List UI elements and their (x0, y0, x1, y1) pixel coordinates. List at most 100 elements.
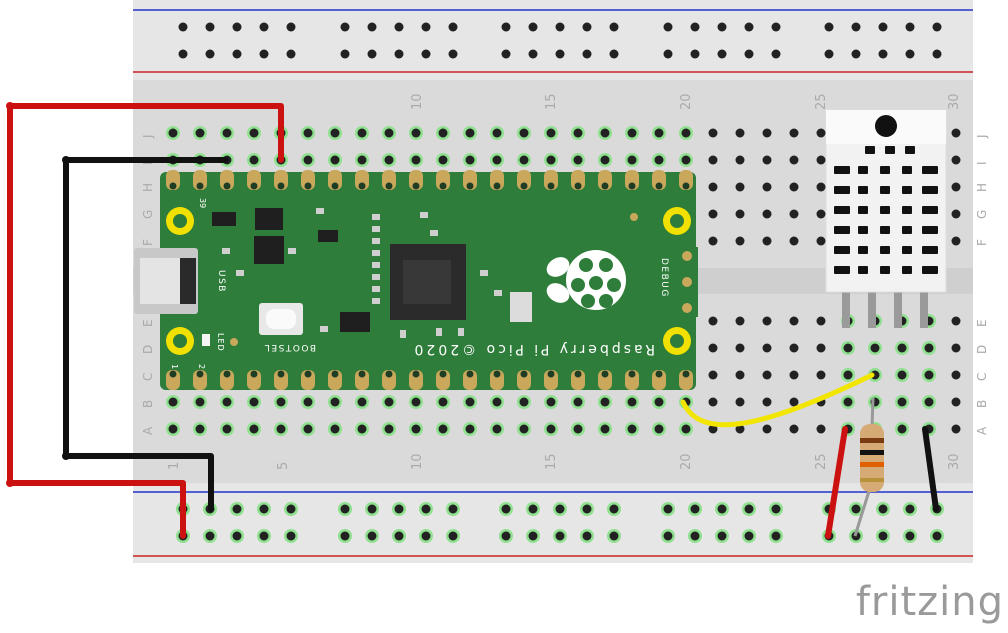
col-num-top-15: 15 (544, 93, 559, 110)
breadboard-hole (571, 395, 585, 409)
pico-pin-hole (169, 370, 177, 378)
rail-hole (688, 529, 702, 543)
pico-pin-hole (682, 182, 690, 190)
breadboard-hole (571, 126, 585, 140)
rail-hole (717, 22, 727, 32)
rail-hole (553, 502, 567, 516)
rail-hole (499, 502, 513, 516)
breadboard-hole (735, 316, 745, 326)
led-label: LED (216, 333, 225, 352)
breadboard-hole (598, 126, 612, 140)
pico-pin-hole (250, 182, 258, 190)
breadboard-hole (816, 316, 826, 326)
row-letter-left-c: C (141, 373, 155, 381)
pico-pin-hole (223, 370, 231, 378)
breadboard-hole (490, 126, 504, 140)
pico-pin (517, 170, 531, 190)
breadboard-hole (571, 422, 585, 436)
breadboard-hole (463, 422, 477, 436)
breadboard-hole (166, 395, 180, 409)
rail-hole (663, 22, 673, 32)
dht22-grill-slot (902, 266, 912, 274)
resistor (853, 397, 884, 537)
rail-hole (609, 49, 619, 59)
breadboard-hole (247, 422, 261, 436)
breadboard-hole (735, 343, 745, 353)
flash-chip (254, 236, 284, 264)
rail-hole (367, 22, 377, 32)
rail-hole (824, 49, 834, 59)
breadboard-hole (816, 128, 826, 138)
breadboard-hole (708, 236, 718, 246)
rail-hole (203, 529, 217, 543)
dht22-grill (834, 146, 938, 274)
breadboard-hole (463, 395, 477, 409)
debug-pin-2 (682, 277, 692, 287)
breadboard-hole (762, 370, 772, 380)
row-letter-left-f: F (141, 239, 155, 246)
breadboard-hole (490, 422, 504, 436)
resistor-lead-top (870, 397, 875, 429)
rail-hole (769, 502, 783, 516)
breadboard-hole (762, 128, 772, 138)
breadboard-hole (409, 422, 423, 436)
rail-hole (932, 22, 942, 32)
pico-pin-hole (331, 370, 339, 378)
top-power-rail (133, 0, 973, 80)
pico-pin (679, 170, 693, 190)
breadboard-hole (762, 424, 772, 434)
breadboard-hole (789, 155, 799, 165)
bottom-power-rail (133, 483, 973, 563)
breadboard-hole (517, 422, 531, 436)
pico-pin (490, 170, 504, 190)
pico-pin (409, 170, 423, 190)
dht22-leg-4 (920, 292, 928, 328)
pico-pin (544, 370, 558, 390)
pico-pin-hole (304, 182, 312, 190)
col-num-bottom-25: 25 (814, 453, 829, 470)
pico-pin-hole (277, 370, 285, 378)
rail-hole (661, 529, 675, 543)
dht22-grill-slot (902, 226, 912, 234)
breadboard-hole (409, 395, 423, 409)
rail-hole (744, 22, 754, 32)
row-letter-left-j: J (141, 134, 155, 139)
rail-hole (528, 22, 538, 32)
breadboard-hole (652, 126, 666, 140)
col-num-top-10: 10 (410, 93, 425, 110)
breadboard-hole (490, 395, 504, 409)
breadboard-hole (922, 368, 936, 382)
wire-yellow (680, 372, 875, 428)
pico-pin (571, 170, 585, 190)
row-letters-left: J I H G F E D C B A (141, 134, 155, 435)
rail-hole (661, 502, 675, 516)
pico-pin (247, 370, 261, 390)
dht22-grill-slot (922, 186, 938, 194)
rail-hole (446, 502, 460, 516)
rail-hole (903, 529, 917, 543)
breadboard-hole (951, 209, 961, 219)
dht22-grill-slot (880, 166, 890, 174)
pico-pin-hole (574, 182, 582, 190)
pico-pin-hole (412, 182, 420, 190)
breadboard-hole (922, 341, 936, 355)
breadboard-hole (816, 155, 826, 165)
rail-hole (690, 22, 700, 32)
rail-hole (878, 49, 888, 59)
breadboard-hole (274, 422, 288, 436)
breadboard-hole (735, 370, 745, 380)
breadboard-hole (490, 153, 504, 167)
breadboard-hole (789, 424, 799, 434)
mounting-hole-tl-center (173, 214, 187, 228)
dht22-grill-slot (880, 266, 890, 274)
dht22-grill-slot (834, 206, 850, 214)
rail-hole (903, 502, 917, 516)
breadboard-hole (762, 316, 772, 326)
breadboard-hole (816, 343, 826, 353)
breadboard-hole (789, 316, 799, 326)
rail-hole (365, 529, 379, 543)
pico-labels: Raspberry Pi Pico ©2020 BOOTSEL USB LED … (170, 198, 669, 369)
dht22-grill-slot (902, 186, 912, 194)
col-num-bottom-30: 30 (947, 453, 962, 470)
pico-pin (436, 170, 450, 190)
